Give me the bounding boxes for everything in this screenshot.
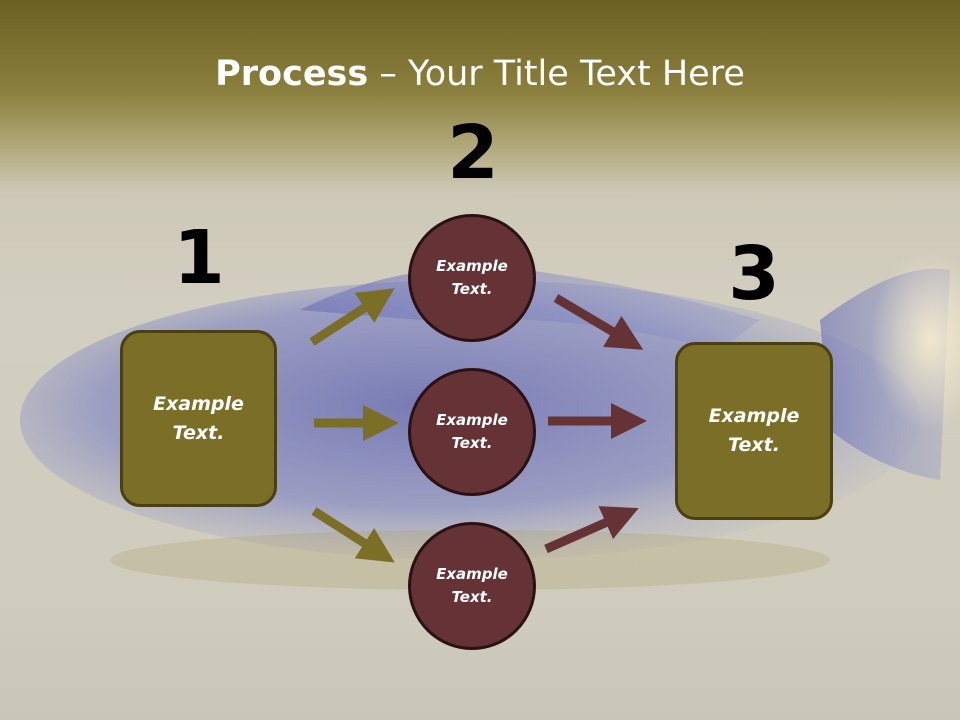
circle-middle-text: Example Text. (436, 411, 508, 452)
right-box-text: Example Text. (708, 405, 800, 456)
title-rest: – Your Title Text Here (368, 54, 745, 94)
right-process-box: Example Text. (675, 342, 833, 520)
circle-bottom-text: Example Text. (436, 565, 508, 606)
circle-middle: Example Text. (408, 368, 536, 496)
title-bold: Process (215, 54, 369, 94)
circle-top-text: Example Text. (436, 257, 508, 298)
arrow-to-circle-bottom (311, 507, 395, 563)
slide-title: Process – Your Title Text Here (0, 50, 960, 98)
step-number-3: 3 (728, 231, 780, 317)
circle-top: Example Text. (408, 214, 536, 342)
left-process-box: Example Text. (120, 330, 277, 507)
arrow-from-circle-top (553, 294, 644, 350)
step-number-2: 2 (447, 110, 499, 196)
arrow-from-circle-bottom (544, 506, 639, 554)
arrow-to-circle-top (309, 288, 395, 346)
left-box-text: Example Text. (153, 392, 244, 444)
step-number-1: 1 (173, 215, 225, 301)
circle-bottom: Example Text. (408, 522, 536, 650)
